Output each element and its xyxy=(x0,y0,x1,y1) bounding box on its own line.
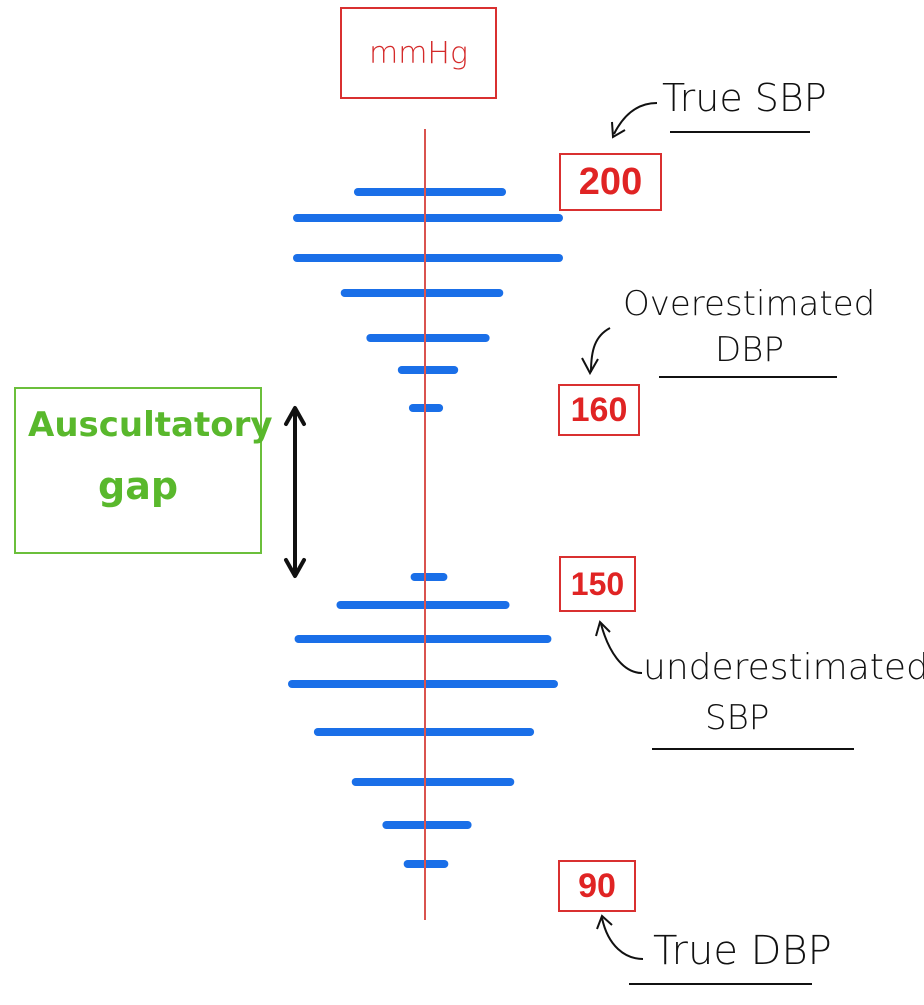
sound-group-lower xyxy=(288,573,558,868)
unit-label: mmHg xyxy=(368,35,468,71)
auscultatory-gap-label-line2: gap xyxy=(98,464,179,508)
value-box-160: 160 xyxy=(558,384,640,436)
auscultatory-gap-label-line1: Auscultatory xyxy=(28,405,273,445)
annotation-overestimated-dbp-line1: Overestimated xyxy=(623,284,876,324)
arrowhead-underestimated-sbp-icon xyxy=(595,620,611,637)
annotation-overestimated-dbp-line2: DBP xyxy=(715,330,784,370)
gap-double-arrow-icon xyxy=(284,406,306,578)
auscultatory-gap-box xyxy=(14,387,262,554)
underline-true-dbp xyxy=(629,983,812,985)
arrow-underestimated-sbp-icon xyxy=(600,623,643,674)
value-150: 150 xyxy=(570,565,625,602)
value-box-200: 200 xyxy=(559,153,662,211)
arrow-true-dbp-icon xyxy=(601,917,644,960)
underline-true-sbp xyxy=(670,131,810,133)
arrowhead-true-dbp-icon xyxy=(596,914,613,930)
value-160: 160 xyxy=(570,390,628,429)
value-200: 200 xyxy=(578,160,643,203)
underline-underestimated-sbp xyxy=(652,748,854,750)
arrow-true-sbp-icon xyxy=(613,102,658,135)
arrowhead-overestimated-dbp-icon xyxy=(581,357,599,376)
annotation-underestimated-sbp-line1: underestimated xyxy=(643,647,924,688)
unit-label-box: mmHg xyxy=(340,7,497,99)
underline-overestimated-dbp xyxy=(659,376,837,378)
value-90: 90 xyxy=(578,866,616,905)
arrow-overestimated-dbp-icon xyxy=(590,327,611,373)
value-box-150: 150 xyxy=(559,556,636,612)
value-box-90: 90 xyxy=(558,860,636,912)
arrowhead-true-sbp-icon xyxy=(611,121,626,139)
annotation-underestimated-sbp-line2: SBP xyxy=(705,698,770,738)
annotation-true-sbp: True SBP xyxy=(662,76,827,120)
sound-group-upper xyxy=(293,188,563,412)
annotation-true-dbp: True DBP xyxy=(653,928,832,974)
